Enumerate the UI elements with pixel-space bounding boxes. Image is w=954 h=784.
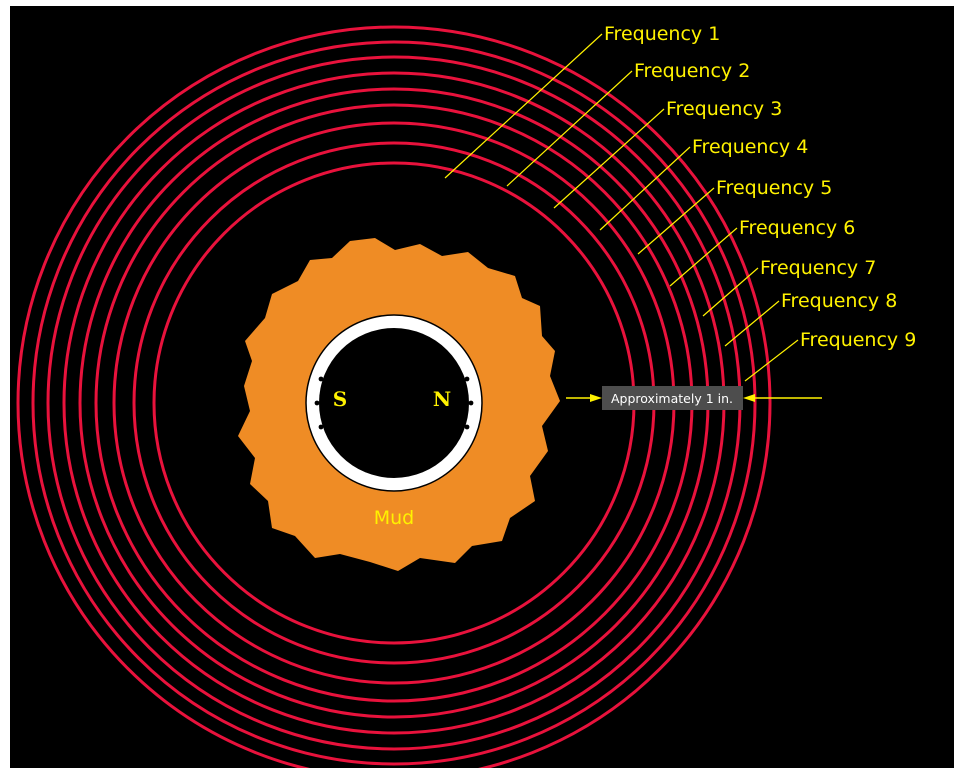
frequency-leader-3 [553,108,665,209]
frequency-label-3: Frequency 3 [666,98,782,120]
spacing-label-box [602,386,743,410]
frequency-labels: Frequency 1 Frequency 2 Frequency 3 Frequen… [604,23,916,351]
frequency-label-1: Frequency 1 [604,23,720,45]
frequency-leader-5 [637,187,715,255]
frequency-leader-1 [444,33,603,179]
frequency-leader-7 [702,267,759,317]
spacing-dimension: Approximately 1 in. [566,386,822,410]
frequency-label-9: Frequency 9 [800,329,916,351]
frequency-label-2: Frequency 2 [634,60,750,82]
frequency-ring-9 [16,25,772,768]
frequency-ring-8 [31,40,757,766]
frequency-leader-9 [744,339,799,382]
mud-label: Mud [374,507,415,529]
frequency-leader-2 [506,70,633,187]
frequency-label-7: Frequency 7 [760,257,876,279]
borehole-core [319,328,469,478]
frequency-label-6: Frequency 6 [739,217,855,239]
spacing-label: Approximately 1 in. [611,391,733,406]
frequency-label-8: Frequency 8 [781,290,897,312]
frequency-leaders [444,33,799,382]
north-pole-label: N [433,387,451,411]
frequency-label-5: Frequency 5 [716,177,832,199]
casing-bolts [314,376,474,430]
frequency-leader-8 [724,300,780,347]
south-pole-label: S [333,387,347,411]
frequency-label-4: Frequency 4 [692,136,808,158]
frequency-leader-6 [669,227,738,287]
frequency-leader-4 [599,146,691,231]
